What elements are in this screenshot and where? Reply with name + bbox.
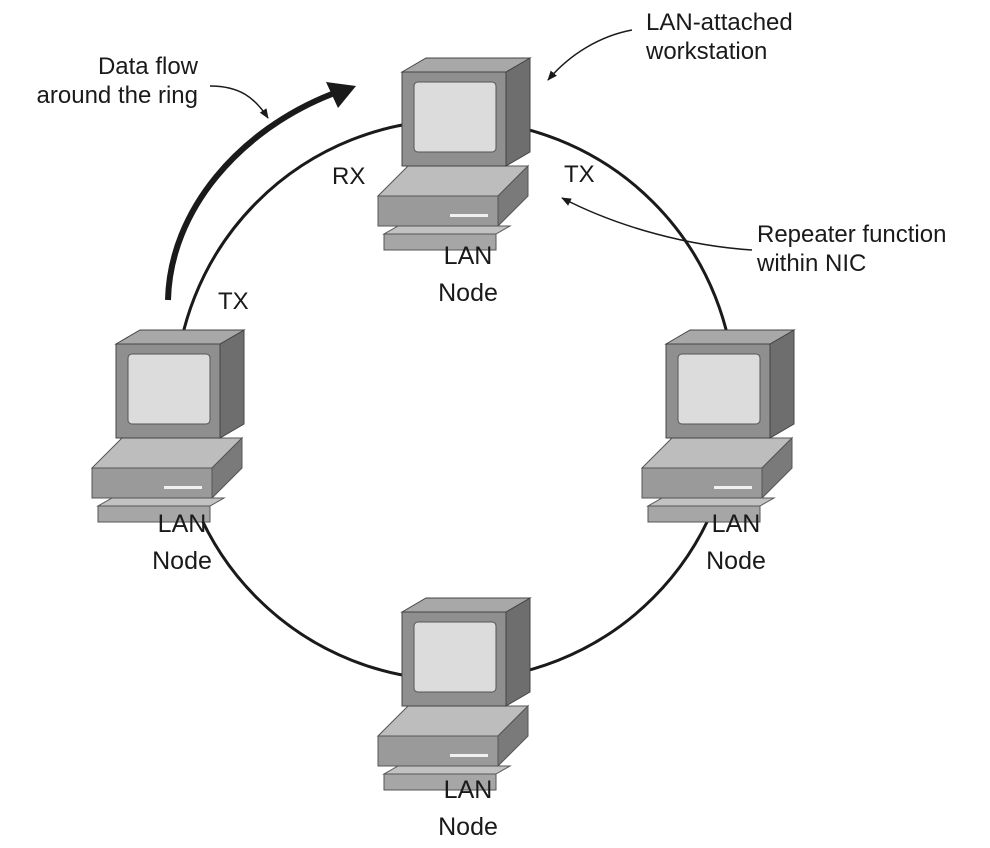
workstation-label: LAN-attached workstation: [646, 9, 793, 65]
node-label-left: LAN Node: [152, 510, 212, 575]
data-flow-arrow: [165, 91, 334, 301]
left-tx-label: TX: [218, 288, 249, 315]
top-tx-label: TX: [564, 161, 595, 188]
workstation-leader: [547, 29, 633, 81]
node-label-top: LAN Node: [438, 242, 498, 307]
node-label-bottom: LAN Node: [438, 776, 498, 841]
repeater-label: Repeater function within NIC: [757, 221, 947, 277]
computer-right: [641, 329, 795, 523]
node-label-right: LAN Node: [706, 510, 766, 575]
data-flow-arrowhead: [326, 82, 356, 108]
top-rx-label: RX: [332, 163, 366, 190]
data-flow-label: Data flow around the ring: [36, 53, 198, 109]
data-flow-leader: [209, 85, 269, 119]
computer-bottom: [377, 597, 531, 791]
computer-top: [377, 57, 531, 251]
repeater-leader: [561, 197, 753, 251]
computer-left: [91, 329, 245, 523]
